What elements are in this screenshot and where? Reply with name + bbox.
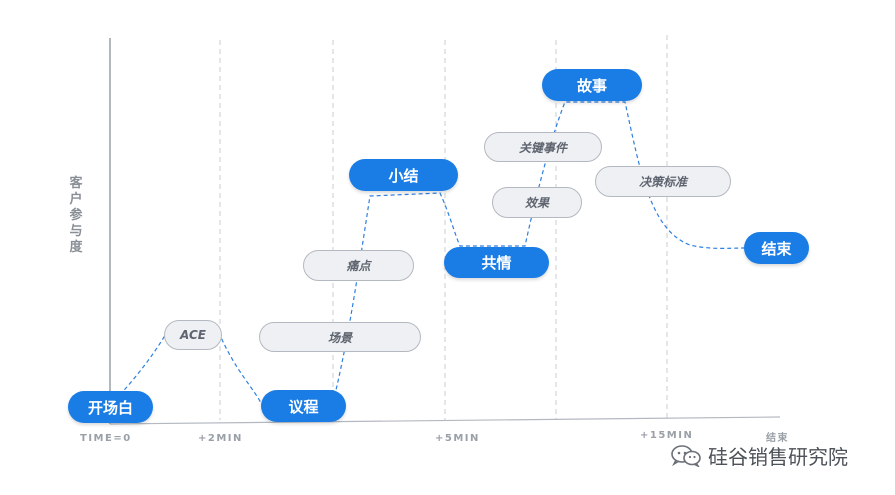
x-axis: [109, 416, 781, 425]
stage-story: 故事: [542, 69, 642, 101]
time-label-15min: +15MIN: [640, 430, 694, 441]
stage-agenda: 议程: [261, 390, 346, 422]
time-label-end: 结束: [766, 433, 789, 444]
y-axis-label: 客户参与度: [69, 176, 83, 255]
stage-summary: 小结: [349, 159, 458, 191]
stage-effect: 效果: [492, 187, 582, 218]
engagement-flow-line: [109, 101, 746, 406]
time-label-2min: +2MIN: [198, 433, 243, 444]
watermark-text: 硅谷销售研究院: [708, 444, 848, 469]
stage-key-event: 关键事件: [484, 132, 602, 162]
stage-decision-criteria: 决策标准: [595, 166, 731, 197]
stage-ace: ACE: [164, 320, 222, 350]
wechat-icon: [670, 443, 702, 469]
time-label-0: TIME=0: [80, 433, 132, 444]
watermark: 硅谷销售研究院: [670, 440, 848, 470]
stage-scene: 场景: [259, 322, 421, 352]
stage-opening: 开场白: [68, 391, 153, 423]
time-label-5min: +5MIN: [435, 433, 480, 444]
stage-empathy: 共情: [444, 247, 549, 278]
stage-pain-point: 痛点: [303, 250, 414, 281]
stage-ending: 结束: [744, 232, 809, 264]
